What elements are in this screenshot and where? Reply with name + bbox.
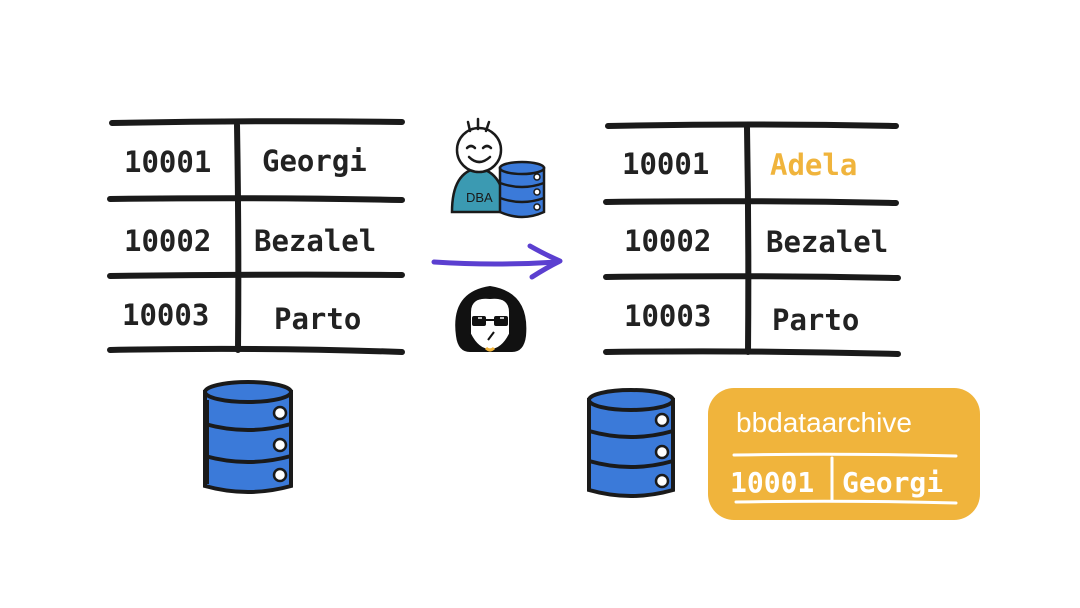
dba-eyes <box>465 144 493 150</box>
arrow-right-icon <box>431 243 563 280</box>
before-row3-name: Parto <box>274 302 361 336</box>
archive-line <box>732 452 958 458</box>
column-divider <box>744 125 752 355</box>
table-line <box>107 345 405 355</box>
archive-row-id: 10001 <box>730 466 814 499</box>
before-row1-id: 10001 <box>124 145 211 179</box>
after-table: 10001 Adela 10002 Bezalel 10003 Parto <box>603 121 901 357</box>
target-database-icon <box>587 388 675 498</box>
after-row2-name: Bezalel <box>766 225 888 259</box>
before-row3-id: 10003 <box>122 298 209 332</box>
table-line <box>107 195 405 203</box>
before-row2-id: 10002 <box>124 224 211 258</box>
before-row1-name: Georgi <box>262 144 367 178</box>
after-row3-id: 10003 <box>624 299 711 333</box>
dba-hair <box>466 117 491 133</box>
table-line <box>603 348 901 357</box>
girl-avatar-icon <box>455 286 527 352</box>
after-row2-id: 10002 <box>624 224 711 258</box>
archive-line <box>734 499 958 505</box>
table-line <box>107 271 405 279</box>
before-table: 10001 Georgi 10002 Bezalel 10003 Parto <box>107 118 405 355</box>
after-row1-id: 10001 <box>622 147 709 181</box>
after-row3-name: Parto <box>772 303 859 337</box>
archive-row-name: Georgi <box>842 466 943 499</box>
column-divider <box>234 122 242 353</box>
archive-title: bbdataarchive <box>736 407 912 438</box>
before-row2-name: Bezalel <box>254 224 376 258</box>
table-line <box>109 118 405 126</box>
table-line <box>603 273 901 281</box>
dba-database-icon <box>498 160 546 219</box>
dba-badge: DBA <box>466 190 493 205</box>
after-row1-name-updated: Adela <box>770 148 857 182</box>
dba-smile <box>467 155 492 164</box>
dba-illustration: DBA <box>450 117 546 219</box>
source-database-icon <box>203 380 293 494</box>
table-line <box>605 121 899 129</box>
archive-card: bbdataarchive 10001 Georgi <box>708 388 980 520</box>
dba-face-icon <box>455 126 503 174</box>
